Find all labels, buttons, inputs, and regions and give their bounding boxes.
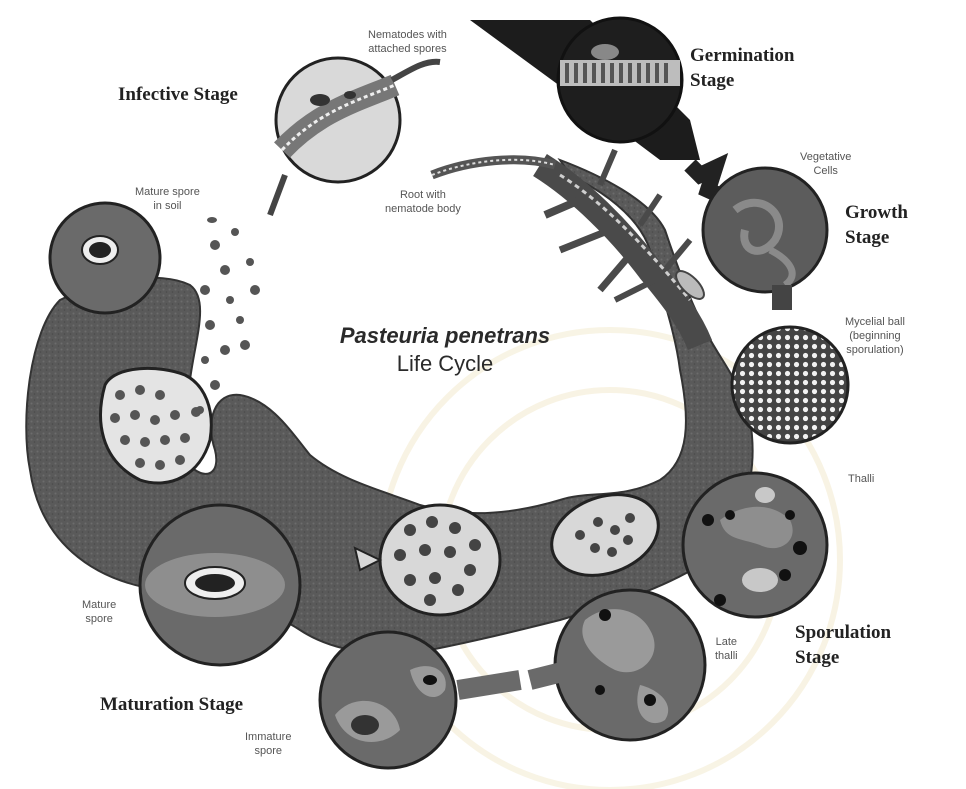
mycelial-ball-circle	[732, 327, 848, 443]
nematodes-spores-label: Nematodes with attached spores	[368, 28, 447, 56]
immature-spore-label: Immature spore	[245, 730, 291, 758]
released-spores	[196, 217, 260, 414]
germination-stage-circle	[470, 18, 700, 160]
sporulation-circle	[683, 473, 827, 617]
root-nematode-label: Root with nematode body	[385, 188, 461, 216]
maturation-stage-label: Maturation Stage	[100, 692, 243, 717]
late-thalli-label: Late thalli	[715, 635, 738, 663]
thalli-label: Thalli	[848, 472, 874, 486]
growth-stage-circle	[703, 168, 827, 310]
mature-spore-circle	[140, 505, 300, 665]
immature-spore-circle	[320, 632, 456, 768]
infective-stage-label: Infective Stage	[118, 82, 238, 107]
growth-stage-label: Growth Stage	[845, 200, 908, 250]
root-branch	[540, 150, 708, 345]
mature-spore-soil-label: Mature spore in soil	[135, 185, 200, 213]
mature-spore-soil-circle	[50, 203, 160, 313]
mature-spore-label: Mature spore	[82, 598, 116, 626]
late-thalli-circle	[555, 590, 705, 740]
vegetative-cells-label: Vegetative Cells	[800, 150, 851, 178]
mycelial-ball-label: Mycelial ball (beginning sporulation)	[845, 315, 905, 357]
sporulation-stage-label: Sporulation Stage	[795, 620, 891, 670]
germination-stage-label: Germination Stage	[690, 43, 795, 93]
diagram-title: Pasteuria penetrans Life Cycle	[300, 322, 590, 378]
